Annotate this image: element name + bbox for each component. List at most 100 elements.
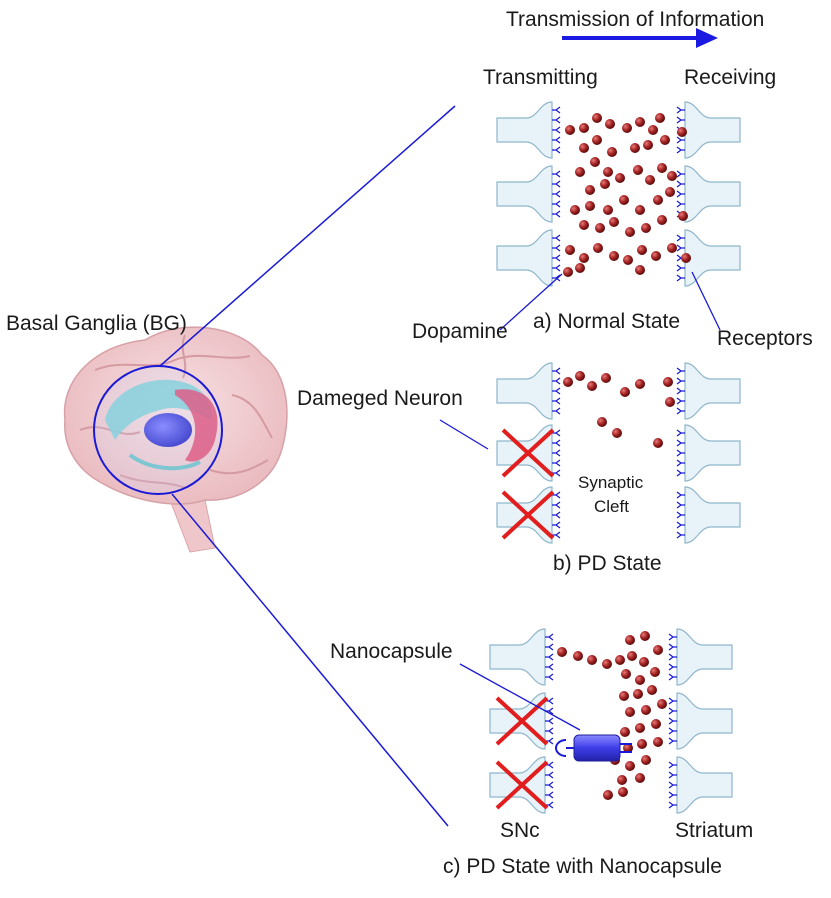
dopamine-molecule [595, 223, 605, 233]
receptor [676, 136, 685, 144]
terminal-body [676, 628, 733, 686]
dopamine-molecule [563, 377, 573, 387]
dopamine-molecule [603, 167, 613, 177]
receiving-terminal [668, 692, 733, 750]
brain-fold [209, 459, 269, 475]
dopamine-molecule [637, 739, 647, 749]
receptor [545, 673, 554, 681]
basal-ganglia-label: Basal Ganglia (BG) [6, 312, 187, 335]
basal-ganglia-thalamus [144, 413, 192, 447]
dopamine-molecule [585, 201, 595, 211]
receptor [552, 449, 561, 457]
dopamine-molecule [570, 205, 580, 215]
receptor [552, 210, 561, 218]
receptor [668, 643, 677, 651]
transmitting-terminal [496, 165, 561, 223]
nanocapsule-leader [459, 663, 581, 731]
dopamine-molecule [640, 631, 650, 641]
receptor [552, 106, 561, 114]
dopamine-molecule [635, 379, 645, 389]
terminal-body [489, 692, 546, 750]
dopamine-molecule [618, 787, 628, 797]
receiving-terminal [676, 362, 741, 420]
dopamine-molecule [620, 387, 630, 397]
receiving-terminal [668, 628, 733, 686]
receptor [545, 727, 554, 735]
receptor [545, 643, 554, 651]
terminal-body [684, 424, 741, 482]
receptor [552, 264, 561, 272]
receptor [552, 407, 561, 415]
terminal-body [496, 165, 553, 223]
receptor [668, 781, 677, 789]
damaged-neuron-label: Dameged Neuron [297, 387, 463, 410]
dopamine-molecule [639, 657, 649, 667]
dopamine-molecule [587, 381, 597, 391]
transmission-label: Transmission of Information [506, 8, 764, 31]
dopamine-molecule [667, 243, 677, 253]
pd-state-caption: b) PD State [553, 552, 662, 575]
terminal-body [684, 165, 741, 223]
dopamine-molecule [565, 125, 575, 135]
receptor [668, 737, 677, 745]
damage-cross [501, 490, 555, 540]
dopamine-molecule [619, 691, 629, 701]
transmitting-terminal [489, 692, 554, 750]
dopamine-molecule [637, 245, 647, 255]
nanocapsule-body [573, 734, 621, 762]
receptor [552, 244, 561, 252]
receiving-label: Receiving [684, 66, 776, 89]
receptor [552, 439, 561, 447]
receptor [668, 771, 677, 779]
receptor [668, 653, 677, 661]
dopamine-molecule [677, 127, 687, 137]
terminal-body [684, 486, 741, 544]
receptor [676, 180, 685, 188]
receptor [676, 274, 685, 282]
dopamine-molecule [653, 195, 663, 205]
dopamine-molecule [651, 251, 661, 261]
dopamine-molecule [645, 175, 655, 185]
terminal-body [489, 756, 546, 814]
dopamine-molecule [621, 669, 631, 679]
dopamine-molecule [607, 147, 617, 157]
dopamine-label: Dopamine [412, 320, 508, 343]
terminal-body [496, 362, 553, 420]
dopamine-molecule [625, 707, 635, 717]
brain-fold [94, 354, 251, 371]
nanocapsule-label: Nanocapsule [330, 640, 453, 663]
terminal-body [496, 424, 553, 482]
dopamine-molecule [573, 651, 583, 661]
dopamine-molecule [615, 655, 625, 665]
dopamine-molecule [678, 211, 688, 221]
zoom-line-bottom [171, 493, 449, 827]
receptor [676, 367, 685, 375]
transmitting-terminal [496, 229, 561, 287]
transmitting-terminal [496, 101, 561, 159]
receptor [545, 663, 554, 671]
receptor [552, 136, 561, 144]
dopamine-molecule [590, 157, 600, 167]
receptor [676, 407, 685, 415]
dopamine-molecule [635, 675, 645, 685]
dopamine-molecule [579, 220, 589, 230]
dopamine-molecule [647, 685, 657, 695]
receptor [552, 387, 561, 395]
receptor [676, 170, 685, 178]
receiving-terminal [676, 101, 741, 159]
damage-crosses [495, 428, 555, 810]
receptor [552, 254, 561, 262]
capsule-hook [554, 739, 567, 757]
dopamine-molecule [635, 265, 645, 275]
dopamine-molecule [601, 373, 611, 383]
cross-stroke [501, 428, 555, 478]
receptor [676, 501, 685, 509]
dopamine-molecule [633, 689, 643, 699]
dopamine-molecule [592, 113, 602, 123]
receptor [552, 459, 561, 467]
damage-cross [495, 760, 549, 810]
brain-illustration [63, 326, 288, 553]
receptor [552, 116, 561, 124]
dopamine-molecule [657, 699, 667, 709]
